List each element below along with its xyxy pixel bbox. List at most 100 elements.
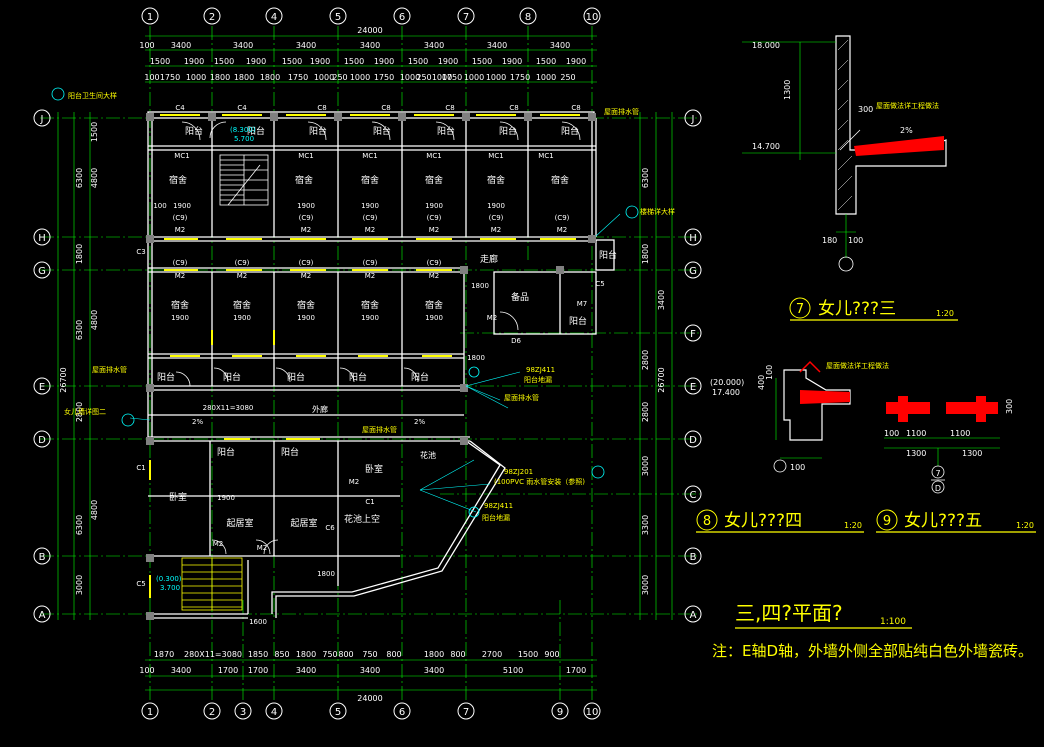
dim-top3-r: 1750 — [510, 73, 530, 82]
axis-left-B: B — [39, 552, 46, 563]
detail-9-dim-4: 1300 — [962, 449, 982, 458]
axis-top-7: 7 — [463, 12, 469, 23]
label-level-3: (0.300) — [156, 575, 182, 583]
room-dorm-4: 宿舍 — [425, 174, 443, 186]
dim-bottom1-d: 850 — [274, 650, 289, 659]
dim-top2-a: 1500 — [150, 57, 170, 66]
dim-top2-l: 1900 — [502, 57, 522, 66]
dim-total-width-top: 24000 — [357, 26, 382, 35]
dim-bottom1-e: 1800 — [296, 650, 316, 659]
dim-bottom1-m: 1500 — [518, 650, 538, 659]
dim-left-2800: 2800 — [75, 402, 84, 422]
detail-8-drawing — [773, 360, 851, 473]
dim-right-2800b: 2800 — [641, 402, 650, 422]
axis-top-1: 1 — [147, 12, 153, 23]
code-c8-2: C8 — [381, 104, 390, 112]
room-dorm-10: 宿舍 — [361, 299, 379, 311]
dim-top3-p: 1000 — [464, 73, 484, 82]
label-exposed-corridor: 外廊 — [312, 404, 328, 414]
axis-bottom-3: 3 — [240, 707, 246, 718]
detail-8-dim-2: 17.400 — [712, 388, 740, 397]
dim-top2-m: 1500 — [536, 57, 556, 66]
label-floor-drain-2: 阳台地漏 — [482, 513, 510, 522]
code-c9-2: (C9) — [299, 214, 314, 222]
label-roof-drain-4: 屋面排水管 — [504, 393, 539, 402]
dim-top3-m: 250 — [416, 73, 431, 82]
label-roof-drain-3: 屋面排水管 — [362, 425, 397, 434]
dim-bottom1-f: 750 — [322, 650, 337, 659]
dim-right-3000a: 3000 — [641, 456, 650, 476]
axis-right-H: H — [689, 233, 697, 244]
dimension-text: 24000 24000 100 3400 3400 3400 3400 3400… — [139, 26, 586, 703]
dim-right-6300: 6300 — [641, 168, 650, 188]
label-pipe-note: (100PVC 雨水管安装（参照) — [494, 477, 585, 486]
dim-top3-o: 1750 — [442, 73, 462, 82]
stairs-lower — [181, 557, 243, 611]
code-c9-1: (C9) — [173, 214, 188, 222]
code-c9-5: (C9) — [489, 214, 504, 222]
label-parapet: 女儿墙详图二 — [64, 407, 106, 416]
idim-13: 1800 — [467, 354, 485, 362]
idim-9: 1900 — [297, 314, 315, 322]
dim-bottom2-h: 5100 — [503, 666, 523, 675]
dim-right-3300: 3300 — [641, 515, 650, 535]
room-balcony-5: 阳台 — [437, 125, 455, 137]
axis-bottom-4: 4 — [271, 707, 277, 718]
detail-9-ref2: D — [935, 484, 941, 493]
axis-bubbles-bottom — [141, 702, 601, 720]
label-floor-drain-1: 阳台地漏 — [524, 375, 552, 384]
dim-bottom1-n: 900 — [544, 650, 559, 659]
dim-top-3400c: 3400 — [296, 41, 316, 50]
dim-top3-a: 100 — [144, 73, 159, 82]
interior-dims: 100 1900 1900 1900 1900 1900 1900 1900 1… — [153, 202, 505, 626]
room-balcony-15: 阳台 — [217, 446, 235, 458]
dim-top2-b: 1900 — [184, 57, 204, 66]
detail-8-dim-5: 400 — [757, 375, 766, 390]
dim-right-3000b: 3000 — [641, 575, 650, 595]
room-pantry: 备品 — [511, 291, 529, 303]
detail-8-dim-1: (20.000) — [710, 378, 744, 387]
axis-right-J: J — [691, 114, 695, 125]
dim-top-3400e: 3400 — [424, 41, 444, 50]
plan-title-text: 三,四?平面? — [735, 601, 843, 625]
idim-12: 1800 — [471, 282, 489, 290]
dim-top2-c: 1500 — [214, 57, 234, 66]
code-c5-1: C5 — [595, 280, 604, 288]
dim-top-3400d: 3400 — [360, 41, 380, 50]
annotation-labels: 阳台卫生间大样 屋面排水管 楼梯详大样 屋面排水管 女儿墙详图二 屋面排水管 屋… — [64, 91, 675, 592]
dim-top-100a: 100 — [139, 41, 154, 50]
idim-14: 1800 — [317, 570, 335, 578]
idim-2: 1900 — [173, 202, 191, 210]
label-ref2-b: 98ZJ411 — [484, 502, 513, 510]
label-slope-1: 2% — [192, 418, 203, 426]
idim-5: 1900 — [425, 202, 443, 210]
code-c9-6: (C9) — [555, 214, 570, 222]
dim-left-4800a: 4800 — [90, 168, 99, 188]
code-m2-3: M2 — [365, 226, 376, 234]
code-c3-1: C3 — [136, 248, 145, 256]
code-m2-9: M2 — [301, 272, 312, 280]
dim-total-width-bottom: 24000 — [357, 694, 382, 703]
code-m2-13: M2 — [257, 544, 268, 552]
detail-7-drawing — [742, 35, 947, 272]
detail-9-dim-1: 1100 — [906, 429, 926, 438]
dim-top3-b: 1750 — [160, 73, 180, 82]
dim-total-depth-right: 26700 — [657, 367, 666, 392]
code-c4-2: C4 — [237, 104, 247, 112]
dim-top2-k: 1500 — [472, 57, 492, 66]
detail-8-number: 8 — [703, 514, 711, 529]
axis-bottom-2: 2 — [209, 707, 215, 718]
detail-7-dim-6: 100 — [848, 236, 863, 245]
code-m2-8: M2 — [237, 272, 248, 280]
detail-7-scale: 1:20 — [936, 309, 954, 318]
axis-right-A: A — [690, 610, 697, 621]
dim-top-3400f: 3400 — [487, 41, 507, 50]
detail-9-text: 1100 1100 1300 1300 100 300 7 D — [884, 399, 1014, 493]
detail-9-dim-6: 300 — [1005, 399, 1014, 414]
label-planter: 花池 — [420, 450, 436, 460]
code-c8-1: C8 — [317, 104, 326, 112]
label-corridor: 走廊 — [480, 253, 498, 265]
detail-7-number: 7 — [796, 302, 804, 317]
dim-bottom1-c: 1850 — [248, 650, 268, 659]
room-balcony-10: 阳台 — [157, 371, 175, 383]
